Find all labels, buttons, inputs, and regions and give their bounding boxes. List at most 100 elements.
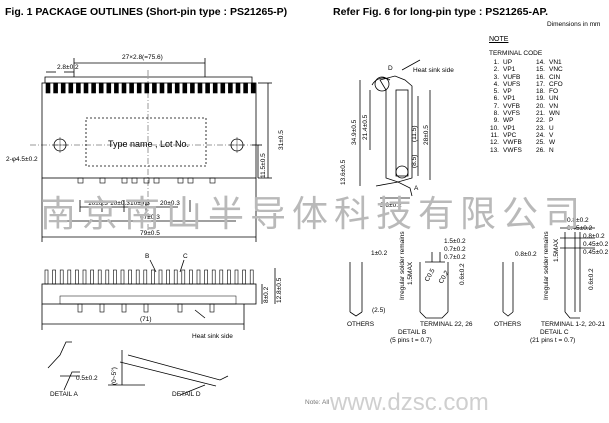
terminal-cell: WN	[549, 110, 560, 118]
front-pin	[120, 269, 125, 285]
terminal-cell: 4.	[493, 80, 499, 88]
dim-height-12-8: 12.8±0.5	[276, 277, 283, 303]
terminal-cell: 22.	[535, 117, 545, 125]
detail-a-circle	[395, 165, 409, 179]
detail-b-sub: (5 pins t = 0.7)	[390, 337, 432, 344]
front-pin	[181, 269, 186, 285]
terminal-cell: UP	[503, 59, 513, 66]
terminal-cell: 25.	[535, 139, 545, 147]
top-pin	[205, 82, 210, 94]
dim-side-3-6: 3.6±0.2	[380, 202, 402, 209]
dim-side-13-6: 13.6±0.5	[340, 159, 347, 185]
terminal-cell: 18.	[535, 88, 545, 96]
front-pin	[90, 269, 94, 285]
detail-d-dim: (0~5°)	[110, 367, 118, 385]
terminal-cell: WP	[503, 117, 514, 125]
type-name-label: Type name , Lot No.	[108, 139, 189, 149]
terminal-cell: VN	[549, 102, 559, 110]
detail-c-solder-note: Irregular solder remains	[543, 231, 550, 300]
detail-b-dim-6: (2.5)	[372, 307, 385, 314]
terminal-cell: 13.	[489, 146, 499, 154]
terminal-cell: 19.	[535, 95, 545, 103]
terminal-cell: V	[549, 131, 554, 139]
front-lower-pin	[209, 303, 215, 313]
front-view	[41, 259, 276, 330]
top-pin	[243, 82, 248, 94]
terminal-cell: 9.	[493, 117, 499, 125]
dim-side-21-4: 21.4±0.5	[362, 114, 369, 140]
detail-b-dim-4: 0.7±0.2	[444, 254, 466, 261]
dim-height-31: 31±0.5	[278, 130, 285, 150]
terminal-cell: VP	[503, 88, 512, 96]
bottom-pin	[177, 177, 184, 184]
top-pin	[45, 82, 51, 94]
front-pin	[97, 269, 102, 285]
terminal-cell: 14.	[535, 59, 545, 66]
top-pin	[136, 82, 142, 94]
front-lower-pin	[99, 303, 105, 313]
front-pin	[219, 269, 224, 285]
detail-b-label: DETAIL B	[398, 329, 426, 336]
detail-b-dim-8: C0.5	[424, 267, 437, 283]
dim-width-67: 67±0.3	[140, 214, 160, 221]
top-pin	[91, 82, 96, 94]
front-pin	[173, 269, 178, 285]
terminal-cell: 2.	[493, 66, 499, 74]
top-pin	[182, 82, 188, 94]
front-view-body	[41, 283, 257, 305]
note-heading: NOTE	[489, 36, 509, 43]
detail-c-others: OTHERS	[494, 321, 522, 328]
dim-spacing-2: 10±0.3	[110, 200, 130, 207]
top-pin	[83, 82, 89, 94]
front-heat-sink-label: Heat sink side	[192, 333, 233, 340]
dim-width-71: (71)	[140, 316, 152, 323]
front-pin	[143, 269, 148, 285]
bottom-pin	[209, 177, 216, 184]
dim-hole: 2-φ4.5±0.2	[6, 156, 38, 163]
front-pin	[105, 269, 110, 285]
label-d: D	[388, 65, 393, 72]
top-pin	[129, 82, 134, 94]
front-lower-pin	[77, 303, 83, 313]
terminal-cell: U	[549, 124, 554, 132]
top-pin	[114, 82, 119, 94]
dim-pin-offset: 2.8±0.2	[57, 64, 79, 71]
detail-c-dim-1: 0.8±0.2	[515, 251, 537, 258]
terminal-cell: 7.	[493, 102, 499, 110]
detail-d	[108, 350, 229, 396]
dim-side-8-5: (8.5)	[411, 155, 418, 168]
detail-c-dim-5: 0.45±0.2	[583, 241, 609, 248]
top-view-body	[41, 82, 257, 179]
detail-d-circle	[374, 76, 390, 92]
detail-d-label: DETAIL D	[172, 391, 201, 398]
front-pin	[158, 269, 163, 285]
front-pin	[113, 269, 117, 285]
label-c: C	[183, 253, 188, 260]
detail-b-terminal: TERMINAL 22, 26	[420, 321, 473, 328]
terminal-cell: 11.	[490, 131, 499, 139]
front-pin	[196, 269, 201, 285]
top-pin	[197, 82, 203, 94]
terminal-cell: FO	[549, 88, 559, 96]
dim-height-11-5: 11.5±0.5	[260, 153, 267, 178]
figure-subtitle: Refer Fig. 6 for long-pin type : PS21265…	[333, 6, 549, 18]
terminal-cell: 1.	[493, 59, 499, 66]
dim-side-28: 28±0.5	[423, 125, 430, 145]
terminal-cell: 20.	[535, 102, 545, 110]
terminal-cell: P	[549, 117, 554, 125]
terminal-code-title: TERMINAL CODE	[489, 50, 543, 57]
terminal-cell: VP1	[503, 95, 516, 103]
terminal-cell: 6.	[493, 95, 499, 103]
terminal-cell: VN1	[549, 59, 562, 66]
terminal-cell: VUFS	[503, 80, 521, 88]
front-lower-pin	[177, 303, 183, 313]
terminal-cell: 8.	[493, 110, 499, 118]
front-pin	[189, 269, 193, 285]
